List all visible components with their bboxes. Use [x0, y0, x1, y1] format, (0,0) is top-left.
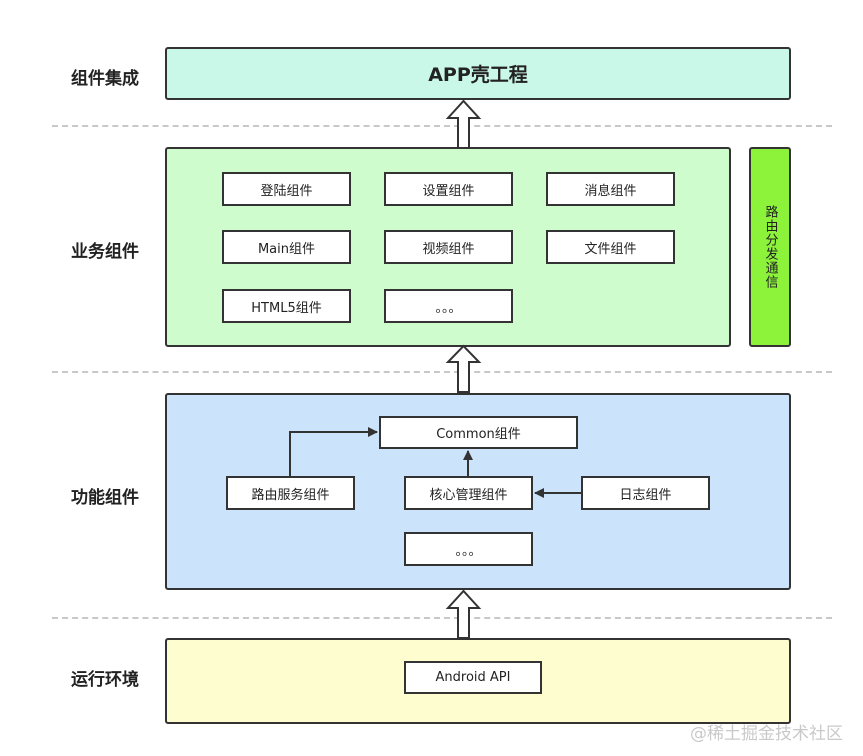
- router-dispatch-panel: 路由分发通信: [749, 147, 791, 347]
- main-component: Main组件: [222, 230, 351, 264]
- file-component: 文件组件: [546, 230, 675, 264]
- app-shell-title: APP壳工程: [428, 64, 528, 86]
- log-component: 日志组件: [581, 476, 710, 510]
- android-api-box: Android API: [404, 661, 542, 694]
- router-dispatch-label: 路由分发通信: [762, 205, 778, 289]
- layer-divider: [52, 371, 832, 373]
- app-shell-panel: APP壳工程: [165, 47, 791, 100]
- up-arrow-icon: [445, 344, 482, 393]
- core-management-component: 核心管理组件: [404, 476, 533, 510]
- layer-label-integration: 组件集成: [71, 69, 139, 89]
- layer-label-runtime: 运行环境: [71, 670, 139, 690]
- more-business-components: 。。。: [384, 289, 513, 323]
- message-component: 消息组件: [546, 172, 675, 206]
- more-functional-components: 。。。: [404, 532, 533, 566]
- login-component: 登陆组件: [222, 172, 351, 206]
- layer-label-functional: 功能组件: [71, 488, 139, 508]
- video-component: 视频组件: [384, 230, 513, 264]
- layer-divider: [52, 125, 832, 127]
- html5-component: HTML5组件: [222, 289, 351, 323]
- up-arrow-icon: [445, 589, 482, 639]
- layer-divider: [52, 617, 832, 619]
- router-service-component: 路由服务组件: [226, 476, 355, 510]
- layer-label-business: 业务组件: [71, 242, 139, 262]
- settings-component: 设置组件: [384, 172, 513, 206]
- common-component: Common组件: [379, 416, 578, 449]
- watermark-text: @稀土掘金技术社区: [690, 724, 843, 744]
